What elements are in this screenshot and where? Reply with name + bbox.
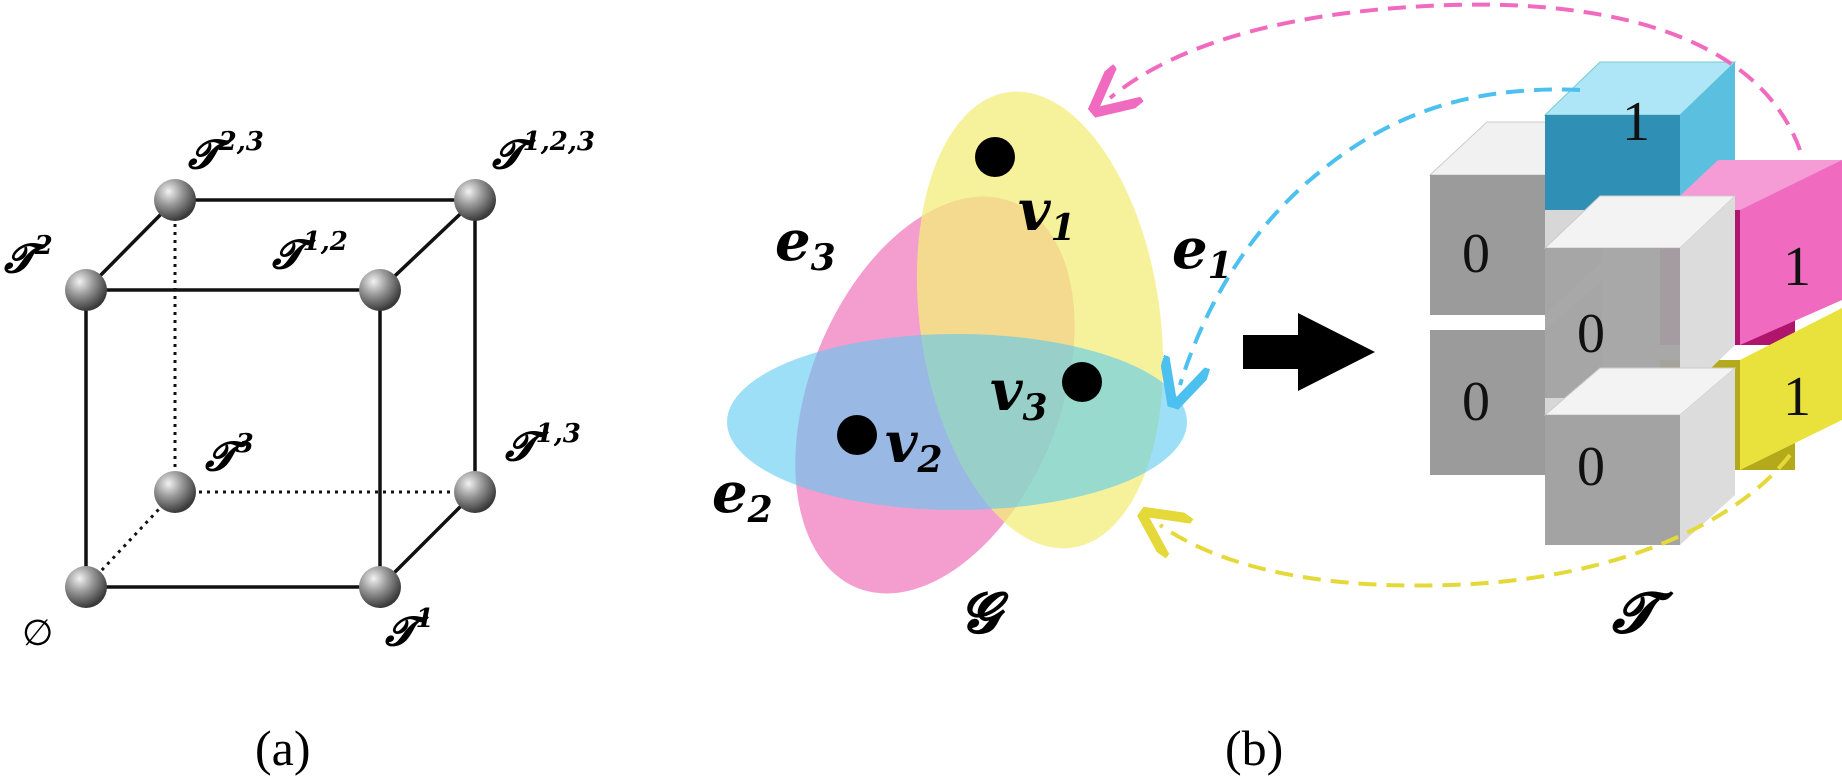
svg-text:0: 0 bbox=[1577, 436, 1605, 498]
mapping-arrows bbox=[1110, 2, 1802, 588]
label-e1: e1 bbox=[1172, 216, 1233, 287]
cube-grey-front-lower: 0 bbox=[1543, 367, 1737, 545]
panel-a-lattice: 𝓣2,3 𝓣1,2,3 𝓣2 𝓣1,2 𝓣3 𝓣1,3 ∅ 𝓣1 (a) bbox=[4, 127, 595, 776]
hyperedge-e2 bbox=[727, 334, 1187, 510]
vertex-v1 bbox=[975, 137, 1015, 177]
vertex-v3 bbox=[1062, 362, 1102, 402]
lattice-node-t123 bbox=[454, 179, 496, 221]
svg-text:1: 1 bbox=[1622, 91, 1650, 153]
lattice-edge-hidden bbox=[84, 490, 177, 589]
label-t2: 𝓣2 bbox=[4, 231, 53, 282]
svg-text:0: 0 bbox=[1577, 303, 1605, 365]
svg-text:1: 1 bbox=[1783, 366, 1811, 428]
label-tensor: 𝓣 bbox=[1612, 580, 1674, 646]
tensor-cubes: 0 0 1 1 1 bbox=[1428, 61, 1842, 646]
label-v3: v3 bbox=[990, 358, 1048, 429]
lattice-edge bbox=[378, 490, 477, 589]
svg-text:1: 1 bbox=[1783, 236, 1811, 298]
lattice-node-t3 bbox=[154, 471, 196, 513]
panel-b-hypergraph: v1 v2 v3 e1 e2 e3 𝓖 bbox=[712, 91, 1233, 646]
vertex-v2 bbox=[837, 415, 877, 455]
lattice-node-t13 bbox=[454, 471, 496, 513]
lattice-node-t12 bbox=[359, 269, 401, 311]
transform-arrow bbox=[1243, 313, 1375, 391]
svg-text:0: 0 bbox=[1462, 223, 1490, 285]
label-v2: v2 bbox=[885, 410, 943, 481]
mapping-arrow-yellow bbox=[1160, 453, 1792, 588]
label-v1: v1 bbox=[1018, 178, 1076, 249]
lattice-node-t2 bbox=[65, 269, 107, 311]
label-t13: 𝓣1,3 bbox=[505, 419, 581, 470]
cube-cyan: 1 bbox=[1543, 61, 1737, 210]
label-t12: 𝓣1,2 bbox=[272, 227, 348, 278]
label-e2: e2 bbox=[712, 460, 773, 531]
mapping-arrow-magenta bbox=[1110, 2, 1802, 151]
label-t123: 𝓣1,2,3 bbox=[492, 127, 595, 178]
lattice-node-t1 bbox=[359, 566, 401, 608]
lattice-edge bbox=[84, 198, 177, 292]
lattice-node-empty bbox=[65, 566, 107, 608]
lattice-node-t23 bbox=[154, 179, 196, 221]
svg-text:0: 0 bbox=[1462, 371, 1490, 433]
lattice-edge bbox=[378, 198, 477, 292]
label-t3: 𝓣3 bbox=[205, 429, 254, 480]
label-hypergraph: 𝓖 bbox=[960, 580, 1009, 646]
label-t23: 𝓣2,3 bbox=[188, 127, 264, 178]
mapping-arrow-cyan bbox=[1180, 87, 1581, 385]
label-e3: e3 bbox=[775, 208, 836, 279]
caption-a: (a) bbox=[255, 720, 311, 776]
label-t1: 𝓣1 bbox=[385, 604, 434, 655]
label-empty: ∅ bbox=[22, 613, 53, 653]
caption-b: (b) bbox=[1225, 720, 1283, 776]
